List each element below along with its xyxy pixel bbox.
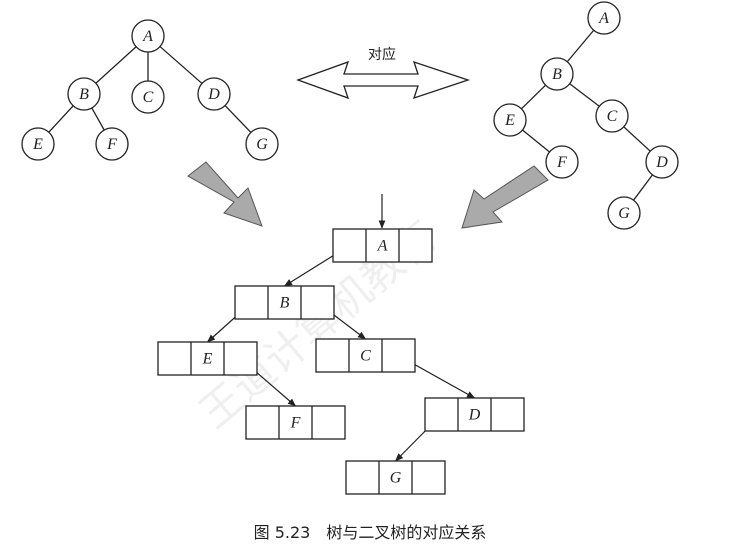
- tree-node-label: F: [106, 136, 117, 153]
- tree-node-circle: [95, 127, 129, 161]
- binary-tree-node-g: G: [607, 196, 641, 230]
- storage-node-label: E: [202, 351, 213, 368]
- storage-node-d: D: [424, 397, 525, 432]
- binary-tree-node-circle: [545, 145, 579, 179]
- binary-tree-node-c: C: [595, 99, 629, 133]
- binary-tree-node-e: E: [493, 103, 527, 137]
- double-arrow-shape: [296, 60, 471, 100]
- binary-tree-node-circle: [493, 103, 527, 137]
- binary-tree-edges: [520, 29, 653, 201]
- binary-tree-node-label: C: [607, 108, 618, 125]
- binary-tree-nodes: A B C D E F G: [493, 1, 679, 230]
- binary-tree-node-label: A: [598, 10, 609, 27]
- tree-node-e: E: [21, 127, 55, 161]
- storage-node-box: [332, 228, 433, 263]
- storage-node-box: [245, 405, 346, 440]
- tree-node-label: A: [142, 28, 153, 45]
- tree-node-label: D: [207, 86, 220, 103]
- tree-node-circle: [245, 127, 279, 161]
- binary-tree-node-label: G: [618, 205, 630, 222]
- tree-node-b: B: [67, 77, 101, 111]
- tree-node-c: C: [131, 80, 165, 114]
- binary-tree-edge-c-d: [623, 126, 651, 152]
- binary-tree-node-label: F: [556, 154, 567, 171]
- storage-node-g: G: [345, 460, 446, 495]
- right-gray-arrow: [461, 165, 549, 229]
- storage-node-b: B: [234, 285, 335, 320]
- storage-node-label: A: [377, 238, 388, 255]
- storage-node-f: F: [245, 405, 346, 440]
- tree-edge-b-e: [48, 105, 74, 133]
- tree-node-g: G: [245, 127, 279, 161]
- storage-node-label: D: [468, 407, 481, 424]
- binary-tree-edge-d-g: [633, 174, 653, 201]
- tree-node-circle: [131, 19, 165, 53]
- binary-tree-node-a: A: [587, 1, 621, 35]
- binary-tree-node-circle: [607, 196, 641, 230]
- tree-node-label: E: [32, 136, 43, 153]
- correspondence-double-arrow: 对应: [296, 46, 471, 100]
- storage-node-box: [424, 397, 525, 432]
- tree-node-label: B: [79, 86, 89, 103]
- storage-node-a: A: [332, 228, 433, 263]
- figure-caption: 图 5.23 树与二叉树的对应关系: [254, 523, 487, 542]
- storage-node-box: [157, 341, 258, 376]
- tree-edge-b-f: [91, 107, 105, 131]
- relation-label: 对应: [368, 46, 396, 63]
- tree-node-a: A: [131, 19, 165, 53]
- binary-tree-node-circle: [645, 145, 679, 179]
- tree-node-circle: [131, 80, 165, 114]
- tree-edge-a-d: [159, 46, 203, 84]
- binary-tree-node-circle: [587, 1, 621, 35]
- binary-tree-node-circle: [595, 99, 629, 133]
- binary-tree-edge-b-e: [520, 84, 547, 110]
- binary-tree-node-label: E: [504, 112, 515, 129]
- binary-tree-edge-a-b: [566, 29, 595, 63]
- tree-edges: [48, 46, 252, 133]
- storage-node-box: [345, 460, 446, 495]
- left-gray-arrow: [187, 161, 263, 227]
- binary-tree-node-label: D: [655, 154, 668, 171]
- storage-node-label: F: [290, 415, 301, 432]
- binary-tree-node-d: D: [645, 145, 679, 179]
- binary-tree-node-b: B: [540, 57, 574, 91]
- storage-node-label: B: [280, 295, 290, 312]
- storage-node-box: [315, 338, 416, 373]
- tree-node-d: D: [197, 77, 231, 111]
- binary-tree-node-f: F: [545, 145, 579, 179]
- binary-tree-node-label: B: [552, 66, 562, 83]
- binary-tree-edge-e-f: [522, 129, 550, 153]
- storage-node-box: [234, 285, 335, 320]
- tree-node-circle: [197, 77, 231, 111]
- tree-nodes: A B C D E F G: [21, 19, 279, 161]
- tree-node-circle: [67, 77, 101, 111]
- binary-tree-node-circle: [540, 57, 574, 91]
- storage-node-label: G: [390, 470, 402, 487]
- binary-tree-edge-b-c: [569, 83, 600, 107]
- tree-node-label: G: [256, 136, 268, 153]
- storage-node-label: C: [360, 348, 371, 365]
- tree-edge-d-g: [224, 105, 252, 133]
- tree-node-label: C: [143, 89, 154, 106]
- storage-node-e: E: [157, 341, 258, 376]
- tree-node-circle: [21, 127, 55, 161]
- storage-cells: A B E C F D G: [157, 228, 525, 495]
- tree-edge-a-b: [95, 46, 137, 84]
- storage-node-c: C: [315, 338, 416, 373]
- tree-node-f: F: [95, 127, 129, 161]
